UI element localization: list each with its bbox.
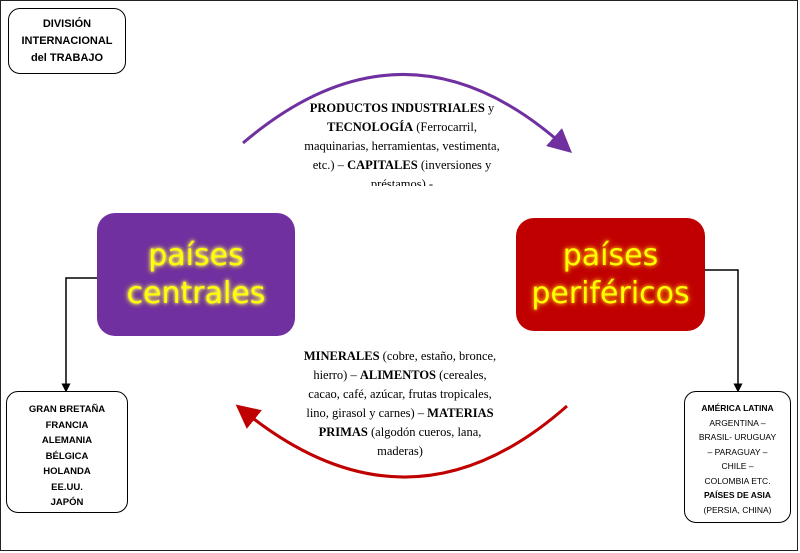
bottom-flow-bold: ALIMENTOS <box>359 368 437 382</box>
top-flow-text-part: y <box>484 101 495 115</box>
list-item: ALEMANIA <box>41 435 93 446</box>
top-flow-arrow <box>242 73 572 153</box>
central-label-line2: centrales <box>126 275 266 311</box>
list-item: GRAN BRETAÑA <box>28 404 106 415</box>
central-countries-box: países centrales <box>97 213 295 336</box>
top-flow-text-part: (Ferrocarril, maquinarias, herramientas,… <box>304 120 500 172</box>
bottom-flow-bold: MINERALES <box>303 349 380 363</box>
bottom-flow-bold: MATERIAS PRIMAS <box>318 406 494 439</box>
list-item: BRASIL- URUGUAY <box>698 432 777 442</box>
list-item: (PERSIA, CHINA) <box>703 504 772 515</box>
central-countries-list: GRAN BRETAÑA FRANCIA ALEMANIA BÉLGICA HO… <box>6 391 128 513</box>
top-flow-bold: CAPITALES <box>347 158 418 172</box>
list-item: COLOMBIA ETC. <box>704 475 771 486</box>
bottom-flow-text: MINERALES (cobre, estaño, bronce, hierro… <box>300 347 500 461</box>
list-item: FRANCIA <box>45 419 89 431</box>
peripheral-label-line1: países <box>562 237 659 273</box>
peripheral-label-line2: periféricos <box>531 275 690 311</box>
bottom-flow-text-part: (cereales, cacao, café, azúcar, frutas t… <box>306 368 492 420</box>
list-item: JAPÓN <box>50 497 84 508</box>
peripheral-countries-list: AMÉRICA LATINA ARGENTINA – BRASIL- URUGU… <box>684 391 791 523</box>
list-heading: AMÉRICA LATINA <box>701 403 774 413</box>
list-item: ARGENTINA – <box>709 417 766 428</box>
list-item: HOLANDA <box>43 466 91 477</box>
peripheral-countries-box: países periféricos <box>516 218 705 331</box>
central-label-line1: países <box>148 237 244 273</box>
peripheral-connector <box>705 269 743 393</box>
list-item: BÉLGICA <box>45 450 89 462</box>
top-flow-bold: TECNOLOGÍA <box>327 120 414 134</box>
title-line: del TRABAJO <box>30 52 104 64</box>
list-heading: PAÍSES DE ASIA <box>703 490 772 500</box>
title-box: DIVISIÓN INTERNACIONAL del TRABAJO <box>8 8 126 74</box>
top-flow-text-part: (inversiones y préstamos) - <box>370 158 492 186</box>
list-item: CHILE – <box>721 461 754 471</box>
bottom-flow-text-part: (algodón cueros, lana, maderas) <box>367 425 482 458</box>
top-flow-text: PRODUCTOS INDUSTRIALES y TECNOLOGÍA (Fer… <box>296 99 508 186</box>
title-line: INTERNACIONAL <box>21 35 113 47</box>
title-line: DIVISIÓN <box>42 18 92 30</box>
central-connector <box>61 277 97 393</box>
top-flow-bold: PRODUCTOS INDUSTRIALES <box>309 101 485 115</box>
list-item: – PARAGUAY – <box>707 446 768 457</box>
list-item: EE.UU. <box>51 481 83 493</box>
bottom-flow-arrow <box>235 404 568 479</box>
bottom-flow-text-part: (cobre, estaño, bronce, hierro) – <box>313 349 497 382</box>
